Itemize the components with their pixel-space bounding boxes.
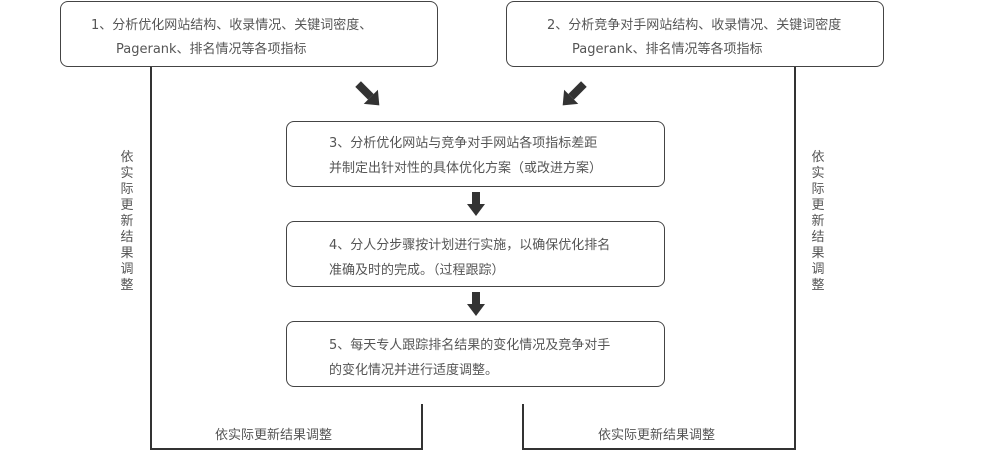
left-feedback-label: 依实际更新结果调整 (120, 150, 134, 293)
right-feedback-label: 依实际更新结果调整 (811, 150, 825, 293)
bottom-right-feedback-label: 依实际更新结果调整 (598, 428, 716, 443)
step-3-box: 3、分析优化网站与竞争对手网站各项指标差距 并制定出针对性的具体优化方案（或改进… (286, 121, 665, 187)
step-1-line2: Pagerank、排名情况等各项指标 (116, 42, 307, 57)
right-feedback-line (522, 67, 796, 450)
step-5-box: 5、每天专人跟踪排名结果的变化情况及竞争对手 的变化情况并进行适度调整。 (286, 321, 665, 387)
step-2-box: 2、分析竞争对手网站结构、收录情况、关键词密度 Pagerank、排名情况等各项… (506, 1, 884, 67)
step-2-line1: 2、分析竞争对手网站结构、收录情况、关键词密度 (547, 18, 842, 33)
step-1-box: 1、分析优化网站结构、收录情况、关键词密度、 Pagerank、排名情况等各项指… (60, 1, 438, 67)
step-4-line2: 准确及时的完成。（过程跟踪） (329, 263, 505, 278)
step-4-line1: 4、分人分步骤按计划进行实施，以确保优化排名 (329, 238, 611, 253)
arrow-down-left-icon (562, 81, 587, 106)
step-4-box: 4、分人分步骤按计划进行实施，以确保优化排名 准确及时的完成。（过程跟踪） (286, 221, 665, 287)
arrow-down-icon (467, 192, 485, 216)
step-5-line2: 的变化情况并进行适度调整。 (329, 363, 499, 378)
step-3-line1: 3、分析优化网站与竞争对手网站各项指标差距 (329, 136, 598, 151)
left-feedback-line (150, 67, 423, 450)
step-3-line2: 并制定出针对性的具体优化方案（或改进方案） (329, 161, 603, 176)
step-2-line2: Pagerank、排名情况等各项指标 (572, 42, 763, 57)
bottom-left-feedback-label: 依实际更新结果调整 (215, 428, 333, 443)
arrow-down-right-icon (355, 81, 380, 106)
step-1-line1: 1、分析优化网站结构、收录情况、关键词密度、 (91, 18, 373, 33)
step-5-line1: 5、每天专人跟踪排名结果的变化情况及竞争对手 (329, 338, 611, 353)
arrow-down-icon (467, 292, 485, 316)
